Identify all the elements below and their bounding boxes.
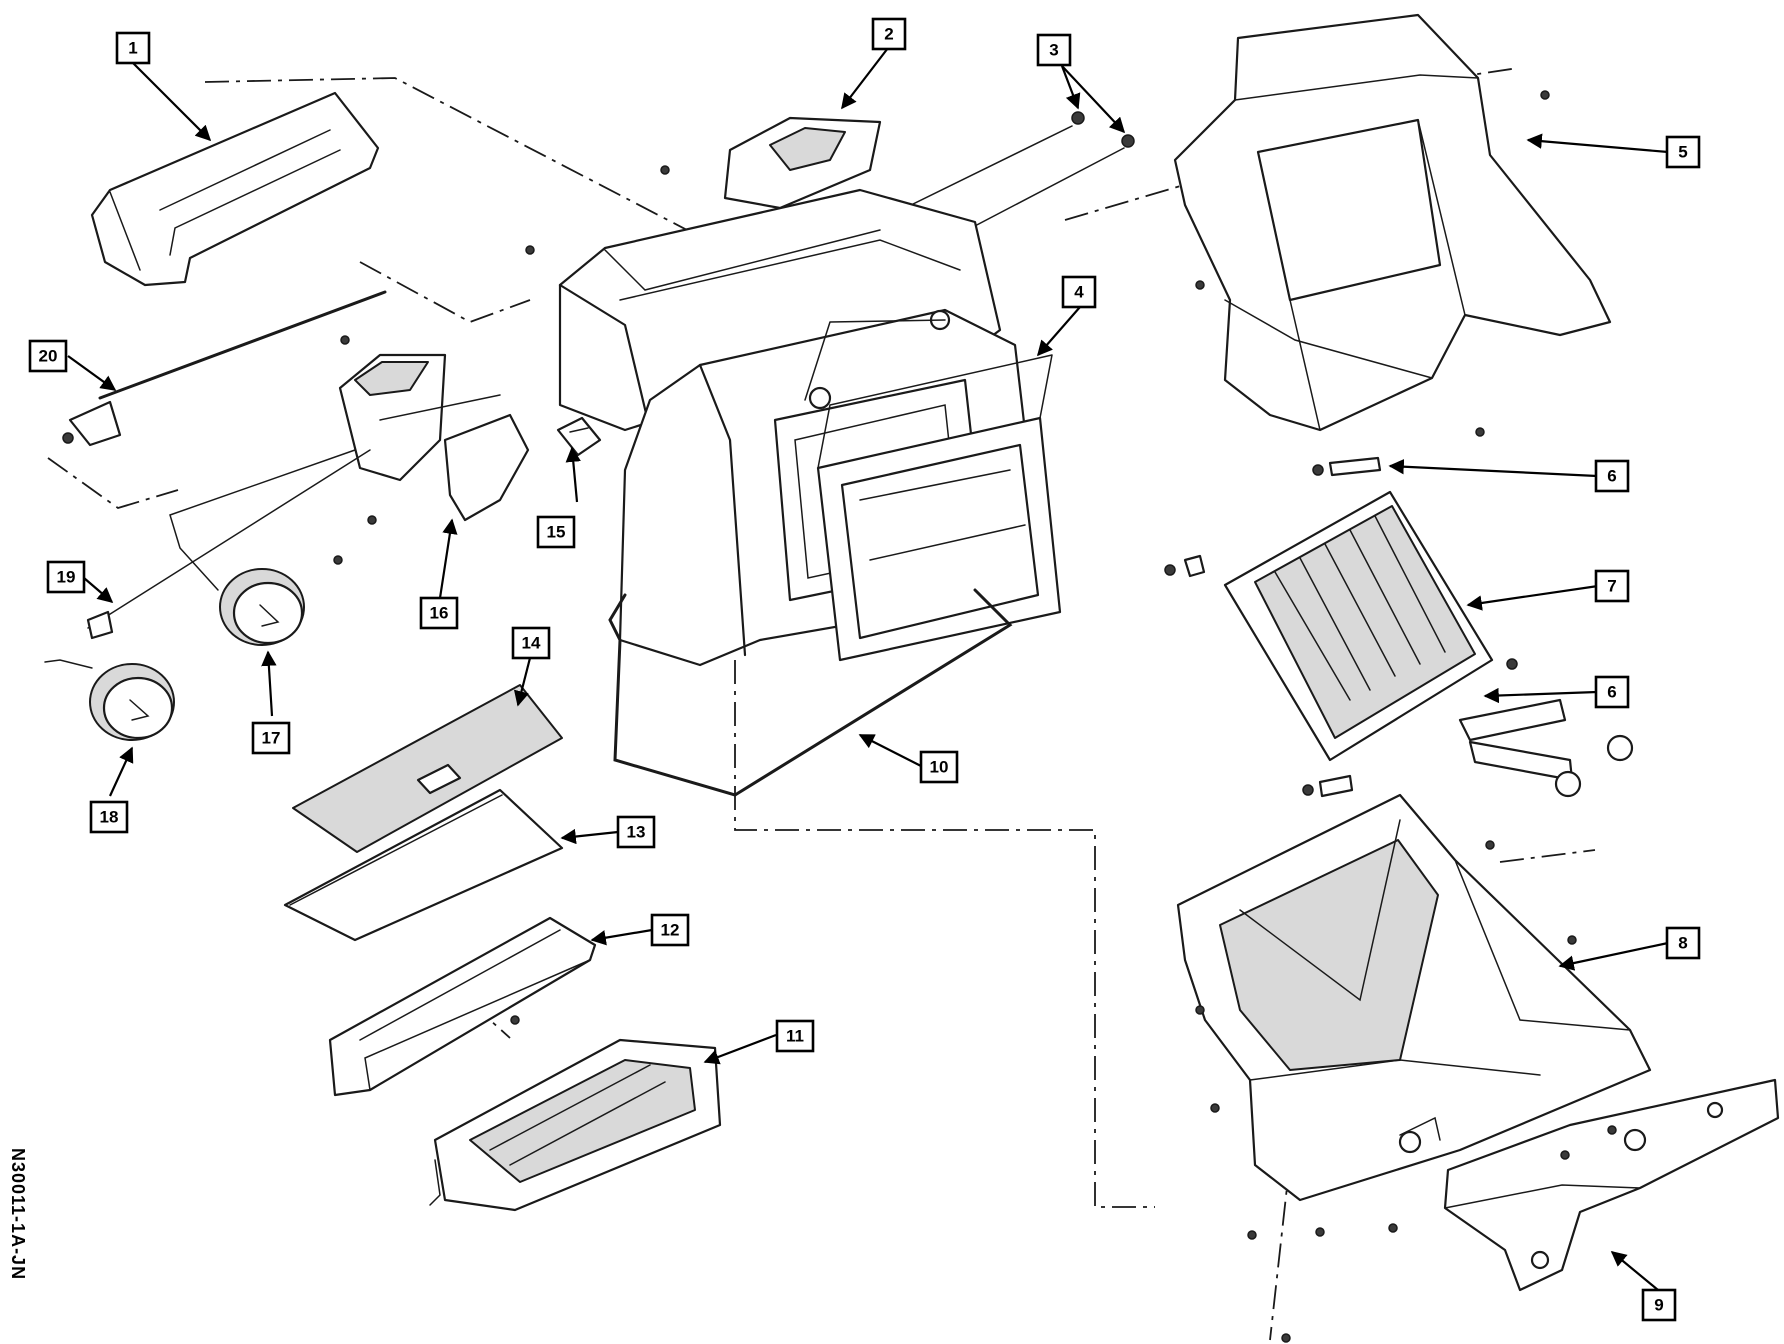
part-4-filter-frame <box>816 354 1062 662</box>
callout-19: 19 <box>46 560 86 594</box>
fastener-screws <box>333 90 1617 1343</box>
part-18-vacuum-motor <box>44 659 175 741</box>
part-2-outlet-duct <box>723 116 882 210</box>
callout-15: 15 <box>536 515 576 549</box>
part-15-gasket <box>556 416 602 457</box>
callout-6-upper-label: 6 <box>1607 467 1616 486</box>
callout-14: 14 <box>511 626 551 660</box>
callout-2: 2 <box>871 17 907 51</box>
callout-13: 13 <box>616 815 656 849</box>
callout-14-label: 14 <box>522 634 541 653</box>
part-11-mode-door <box>429 1038 722 1212</box>
part-1-top-cover <box>90 91 380 287</box>
callout-9: 9 <box>1641 1288 1677 1322</box>
part-6-fittings-upper <box>1164 456 1382 578</box>
callout-2-label: 2 <box>884 25 893 44</box>
callout-12-label: 12 <box>661 921 680 940</box>
callout-8: 8 <box>1665 926 1701 960</box>
callout-16-label: 16 <box>430 604 449 623</box>
callout-8-label: 8 <box>1678 934 1687 953</box>
callout-1: 1 <box>115 31 151 65</box>
part-19-rod <box>86 449 371 640</box>
part-10-vacuum-tube <box>608 588 1013 797</box>
part-14-door-panel <box>292 684 563 853</box>
callout-17: 17 <box>251 721 291 755</box>
callout-5: 5 <box>1665 135 1701 169</box>
callout-5-label: 5 <box>1678 143 1687 162</box>
part-6-fittings-lower <box>1302 658 1518 798</box>
callout-19-label: 19 <box>57 568 76 587</box>
callout-11: 11 <box>775 1019 815 1053</box>
callout-6-lower: 6 <box>1594 675 1630 709</box>
part-16-duct-linkage <box>338 353 530 522</box>
callout-17-label: 17 <box>262 729 281 748</box>
callout-20-label: 20 <box>39 347 58 366</box>
callout-15-label: 15 <box>547 523 566 542</box>
callout-6-lower-label: 6 <box>1607 683 1616 702</box>
part-13-door-seal <box>283 788 564 942</box>
callout-11-label: 11 <box>786 1027 804 1046</box>
callout-18: 18 <box>89 800 129 834</box>
part-12-defroster-duct <box>328 916 597 1097</box>
part-17-vacuum-motor <box>169 449 356 646</box>
callout-4: 4 <box>1061 275 1097 309</box>
callout-6-upper: 6 <box>1594 459 1630 493</box>
callout-9-label: 9 <box>1654 1296 1663 1315</box>
callout-16: 16 <box>419 596 459 630</box>
part-7-heater-core <box>1223 490 1634 798</box>
callout-3: 3 <box>1036 33 1072 67</box>
part-20-cable-rod <box>62 290 387 447</box>
part-9-bracket <box>1443 1078 1780 1292</box>
callout-4-label: 4 <box>1074 283 1084 302</box>
callout-7-label: 7 <box>1607 577 1616 596</box>
callout-13-label: 13 <box>627 823 646 842</box>
figure-identifier: N30011-1A-JN <box>8 1148 28 1280</box>
callout-20: 20 <box>28 339 68 373</box>
part-5-upper-case <box>1173 13 1612 432</box>
callout-3-label: 3 <box>1049 41 1058 60</box>
callout-10-label: 10 <box>930 758 949 777</box>
callout-18-label: 18 <box>100 808 119 827</box>
callout-1-label: 1 <box>128 39 137 58</box>
callout-12: 12 <box>650 913 690 947</box>
part-8-lower-case <box>1176 793 1652 1202</box>
leader-lines <box>67 47 1669 1291</box>
callout-7: 7 <box>1594 569 1630 603</box>
callout-10: 10 <box>919 750 959 784</box>
